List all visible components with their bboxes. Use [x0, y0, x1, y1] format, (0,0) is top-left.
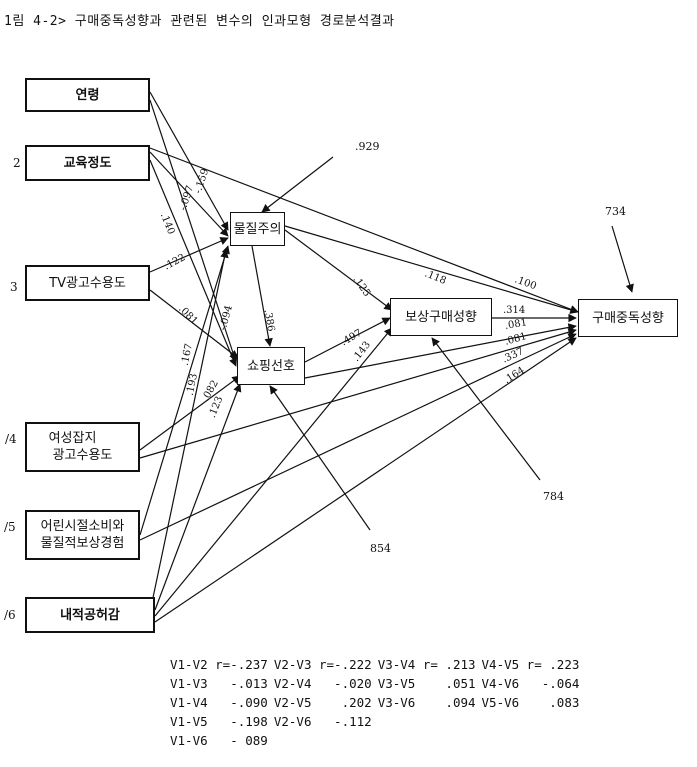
node-childhood-line1: 어린시절소비와	[40, 519, 125, 534]
table-row: V1-V2 r=-.237 V2-V3 r=-.222 V3-V4 r= .21…	[170, 656, 585, 675]
path-age-shopping	[149, 99, 238, 363]
error-addiction: 734	[605, 205, 626, 218]
error-arrow-materialism	[261, 156, 334, 213]
table-cell	[482, 713, 586, 732]
v3-marker: 3	[10, 280, 18, 294]
figure-title: 1림 4-2> 구매중독성향과 관련된 변수의 인과모형 경로분석결과	[4, 14, 395, 29]
node-age: 연령	[25, 78, 150, 112]
node-tv-ad-label: TV광고수용도	[49, 275, 126, 291]
table-cell: V4-V6 -.064	[481, 676, 580, 691]
error-arrow-compensatory	[431, 337, 541, 481]
table-row: V1-V3 -.013 V2-V4 -.020 V3-V5 .051 V4-V6…	[170, 675, 585, 694]
correlation-table: V1-V2 r=-.237 V2-V3 r=-.222 V3-V4 r= .21…	[170, 656, 585, 751]
table-cell	[378, 732, 482, 751]
table-cell: V1-V6 - 089	[170, 733, 268, 748]
path-shopping-addiction	[304, 323, 577, 379]
node-compensatory-label: 보상구매성향	[405, 309, 477, 325]
table-cell: V1-V5 -.198	[170, 714, 268, 729]
path-education-materialism	[149, 151, 229, 237]
table-cell: V3-V4 r= .213	[377, 657, 476, 672]
node-magazine-ad: 여성잡지 광고수용도	[25, 422, 140, 472]
node-education-label: 교육정도	[63, 155, 112, 171]
node-magazine-ad-line2: 광고수용도	[52, 448, 113, 463]
error-compensatory: 784	[543, 490, 564, 503]
node-materialism: 물질주의	[230, 212, 285, 246]
table-cell: V4-V5 r= .223	[481, 657, 580, 672]
node-education: 교육정도	[25, 145, 150, 181]
node-shopping-pref: 쇼핑선호	[237, 347, 305, 385]
v4-marker: /4	[5, 432, 17, 446]
path-childhood-materialism	[139, 245, 230, 536]
path-childhood-addiction	[139, 333, 577, 541]
node-age-label: 연령	[75, 87, 100, 103]
table-cell: V5-V6 .083	[481, 695, 580, 710]
node-compensatory: 보상구매성향	[390, 298, 492, 336]
path-internal-compensatory	[154, 327, 393, 617]
error-shopping: 854	[370, 542, 391, 555]
path-materialism-compensatory	[284, 229, 393, 311]
table-cell	[378, 713, 482, 732]
table-cell: V2-V4 -.020	[273, 676, 372, 691]
path-education-addiction	[149, 147, 579, 314]
error-arrow-addiction	[611, 225, 634, 293]
node-tv-ad: TV광고수용도	[25, 265, 150, 301]
path-education-shopping	[149, 159, 237, 367]
node-addiction: 구매중독성향	[578, 299, 678, 337]
table-cell: V1-V2 r=-.237	[170, 657, 268, 672]
path-magazine-shopping	[139, 375, 241, 451]
table-cell: V2-V3 r=-.222	[273, 657, 372, 672]
node-shopping-pref-label: 쇼핑선호	[247, 358, 295, 374]
table-cell: V3-V6 .094	[377, 695, 476, 710]
node-childhood-line2: 물질적보상경험	[40, 536, 125, 551]
node-addiction-label: 구매중독성향	[592, 310, 664, 326]
error-arrow-shopping	[269, 385, 371, 531]
v2-marker: 2	[13, 156, 21, 170]
error-materialism: .929	[355, 140, 380, 153]
v6-marker: /6	[4, 608, 16, 622]
path-internal-materialism	[149, 249, 229, 613]
table-cell: V2-V5 .202	[273, 695, 372, 710]
table-row: V1-V6 - 089	[170, 732, 585, 751]
table-cell	[274, 732, 378, 751]
path-shopping-compensatory	[304, 317, 391, 363]
table-cell: V1-V4 -.090	[170, 695, 268, 710]
node-magazine-ad-line1: 여성잡지	[48, 431, 97, 446]
node-internal-emptiness: 내적공허감	[25, 597, 155, 633]
path-materialism-addiction	[284, 225, 579, 314]
path-materialism-shopping	[251, 245, 273, 347]
coef-compensatory-addiction: .314	[503, 305, 526, 316]
table-cell: V1-V3 -.013	[170, 676, 268, 691]
path-magazine-addiction	[139, 328, 577, 459]
path-internal-addiction	[154, 337, 577, 623]
path-internal-shopping	[154, 383, 242, 611]
node-materialism-label: 물질주의	[233, 221, 282, 237]
table-row: V1-V5 -.198 V2-V6 -.112	[170, 713, 585, 732]
table-cell	[482, 732, 586, 751]
node-childhood: 어린시절소비와 물질적보상경험	[25, 510, 140, 560]
path-age-materialism	[149, 91, 229, 231]
path-tv-shopping	[149, 289, 239, 359]
v5-marker: /5	[4, 520, 16, 534]
node-internal-emptiness-label: 내적공허감	[60, 607, 120, 623]
path-tv-materialism	[149, 237, 229, 273]
table-row: V1-V4 -.090 V2-V5 .202 V3-V6 .094 V5-V6 …	[170, 694, 585, 713]
table-cell: V3-V5 .051	[377, 676, 476, 691]
table-cell: V2-V6 -.112	[273, 714, 372, 729]
